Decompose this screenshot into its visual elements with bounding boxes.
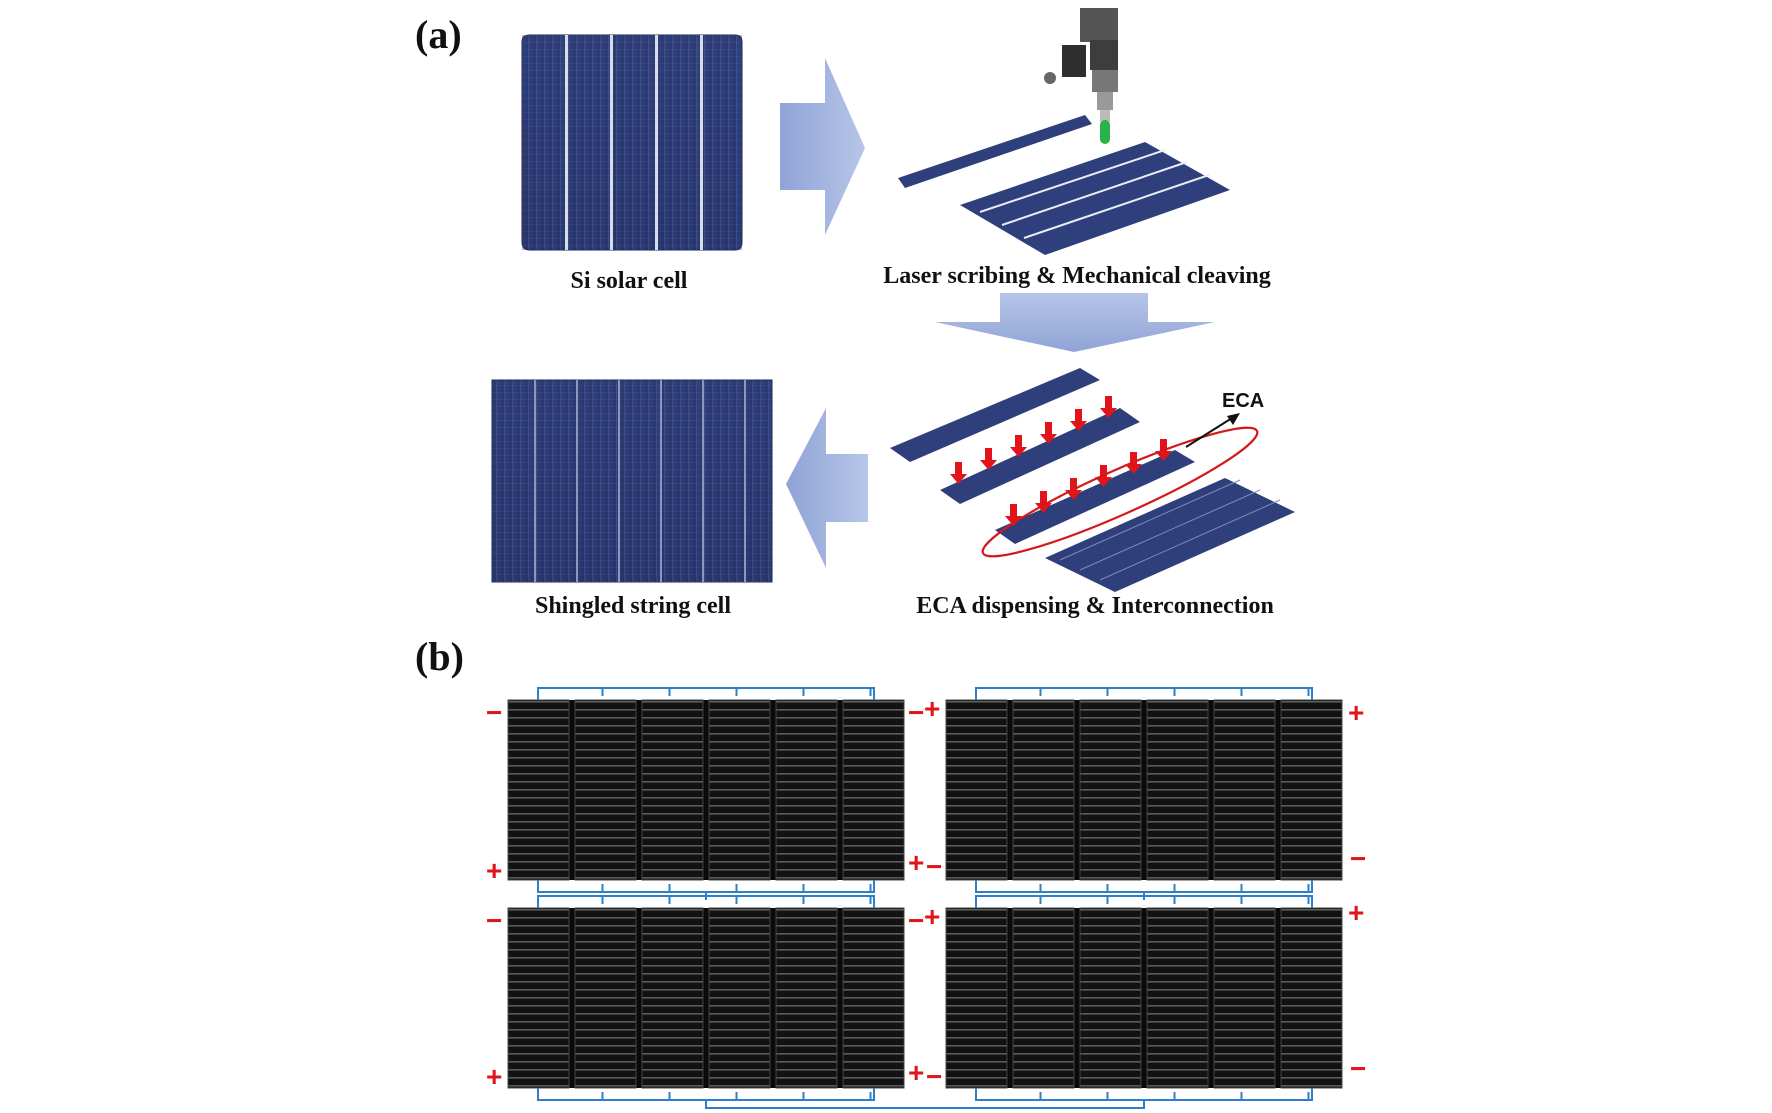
module-1-string-6 xyxy=(842,699,905,881)
module-2-string-5 xyxy=(1213,699,1276,881)
module-2-bottom-wire xyxy=(975,880,1313,893)
polarity-plus: + xyxy=(486,855,502,886)
module-4-string-3 xyxy=(1079,907,1142,1089)
eca-dispensing-image xyxy=(890,368,1295,592)
module-2 xyxy=(946,700,1342,880)
module-3-string-1 xyxy=(507,907,570,1089)
polarity-plus: + xyxy=(486,1061,502,1092)
module-4-bottom-wire xyxy=(975,1088,1313,1101)
polarity-minus: − xyxy=(1350,1053,1366,1084)
module-2-string-3 xyxy=(1079,699,1142,881)
module-4-string-5 xyxy=(1213,907,1276,1089)
module-3-bottom-wire xyxy=(537,1088,875,1101)
module-4-string-2 xyxy=(1012,907,1075,1089)
module-1-string-4 xyxy=(708,699,771,881)
inter-module-wire-mid xyxy=(705,892,1145,900)
module-2-string-6 xyxy=(1280,699,1343,881)
si-solar-cell-image xyxy=(521,34,743,251)
polarity-minus: − xyxy=(908,697,924,728)
polarity-minus: − xyxy=(1350,843,1366,874)
process-arrow-left xyxy=(786,408,868,568)
module-layout: −+−++−+−−+−++−+− xyxy=(486,687,1366,1109)
module-1-string-1 xyxy=(507,699,570,881)
module-1 xyxy=(508,700,904,880)
process-arrow-right xyxy=(780,58,865,235)
module-4-string-6 xyxy=(1280,907,1343,1089)
module-1-top-wire xyxy=(537,687,875,700)
polarity-plus: + xyxy=(924,901,940,932)
laser-scribing-image xyxy=(898,8,1230,255)
module-3-string-2 xyxy=(574,907,637,1089)
polarity-minus: − xyxy=(926,851,942,882)
module-1-string-3 xyxy=(641,699,704,881)
module-1-string-2 xyxy=(574,699,637,881)
polarity-minus: − xyxy=(486,905,502,936)
module-4-string-1 xyxy=(945,907,1008,1089)
caption-si-solar-cell: Si solar cell xyxy=(571,268,688,294)
module-3-string-4 xyxy=(708,907,771,1089)
module-2-top-wire xyxy=(975,687,1313,700)
polarity-plus: + xyxy=(1348,697,1364,728)
polarity-plus: + xyxy=(924,693,940,724)
module-3 xyxy=(508,908,904,1088)
panel-label-a: (a) xyxy=(415,12,462,57)
polarity-minus: − xyxy=(908,905,924,936)
module-4-string-4 xyxy=(1146,907,1209,1089)
process-arrow-down xyxy=(935,293,1215,352)
polarity-minus: − xyxy=(926,1061,942,1092)
module-3-string-5 xyxy=(775,907,838,1089)
caption-laser-scribing: Laser scribing & Mechanical cleaving xyxy=(883,263,1271,289)
caption-eca-dispensing: ECA dispensing & Interconnection xyxy=(916,593,1274,619)
polarity-plus: + xyxy=(908,847,924,878)
shingled-string-cell-image xyxy=(491,379,773,583)
module-1-bottom-wire xyxy=(537,880,875,893)
module-1-string-5 xyxy=(775,699,838,881)
eca-label: ECA xyxy=(1222,390,1264,412)
inter-module-wire-bottom xyxy=(705,1100,1145,1109)
module-3-string-6 xyxy=(842,907,905,1089)
module-2-string-4 xyxy=(1146,699,1209,881)
panel-label-b: (b) xyxy=(415,634,464,679)
module-2-string-1 xyxy=(945,699,1008,881)
module-2-string-2 xyxy=(1012,699,1075,881)
module-3-string-3 xyxy=(641,907,704,1089)
polarity-plus: + xyxy=(908,1057,924,1088)
module-4 xyxy=(946,908,1342,1088)
polarity-plus: + xyxy=(1348,897,1364,928)
caption-shingled-string-cell: Shingled string cell xyxy=(535,593,731,619)
polarity-minus: − xyxy=(486,697,502,728)
